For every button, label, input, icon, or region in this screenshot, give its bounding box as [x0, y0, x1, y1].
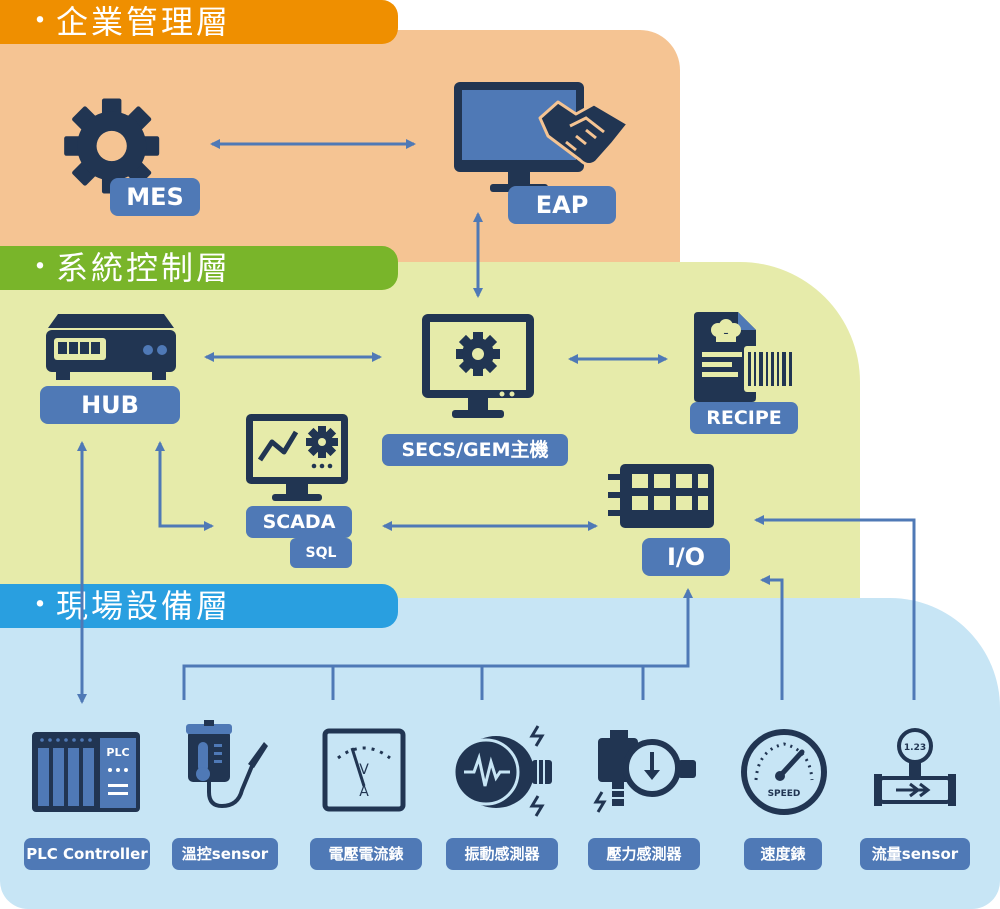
- system-layer-title: 系統控制層: [56, 249, 232, 287]
- voltmeter-icon: V A: [322, 728, 406, 812]
- eap-label: EAP: [508, 186, 616, 224]
- temperature-sensor-icon: [186, 720, 268, 809]
- plc-controller-label: PLC Controller: [24, 838, 150, 870]
- flow-face-text: 1.23: [904, 743, 926, 753]
- io-module-icon: [608, 464, 714, 528]
- tab-bullet: ・: [25, 250, 58, 285]
- speed-face-text: SPEED: [768, 789, 801, 799]
- mes-label: MES: [110, 178, 200, 216]
- flow-sensor-icon: 1.23: [874, 728, 956, 806]
- vibration-sensor-label: 振動感測器: [446, 838, 558, 870]
- network-hub-icon: [46, 314, 176, 380]
- scada-label: SCADA: [246, 506, 352, 538]
- recipe-label: RECIPE: [690, 402, 798, 434]
- pressure-sensor-label: 壓力感測器: [588, 838, 700, 870]
- enterprise-layer-tab: ・ 企業管理層: [0, 0, 398, 44]
- hub-scada-link: [155, 441, 214, 531]
- speedometer-icon: SPEED: [741, 729, 827, 815]
- temp-sensor-label: 溫控sensor: [172, 838, 278, 870]
- tab-bullet: ・: [25, 4, 58, 39]
- sql-label: SQL: [290, 538, 352, 568]
- host-monitor-icon: [422, 314, 534, 418]
- speed-to-io: [760, 575, 784, 700]
- recipe-document-icon: [694, 312, 796, 402]
- enterprise-layer-title: 企業管理層: [56, 3, 232, 41]
- meter-label: 電壓電流錶: [310, 838, 422, 870]
- system-layer-tab: ・ 系統控制層: [0, 246, 398, 290]
- gear-icon: [64, 98, 160, 194]
- pressure-sensor-icon: [593, 730, 696, 813]
- plc-badge-text: PLC: [106, 746, 129, 759]
- tab-bullet: ・: [25, 588, 58, 623]
- svg-text:A: A: [359, 784, 369, 800]
- vibration-sensor-icon: [452, 725, 552, 817]
- hub-label: HUB: [40, 386, 180, 424]
- secs-gem-label: SECS/GEM主機: [382, 434, 568, 466]
- io-label: I/O: [642, 538, 730, 576]
- handshake-icon: [538, 100, 630, 167]
- sensor-bus-to-io: [182, 588, 693, 700]
- flow-sensor-label: 流量sensor: [860, 838, 970, 870]
- svg-text:V: V: [359, 762, 369, 778]
- scada-monitor-icon: [246, 414, 348, 501]
- flow-to-io: [754, 515, 916, 700]
- speed-meter-label: 速度錶: [744, 838, 822, 870]
- plc-icon: PLC: [32, 732, 140, 812]
